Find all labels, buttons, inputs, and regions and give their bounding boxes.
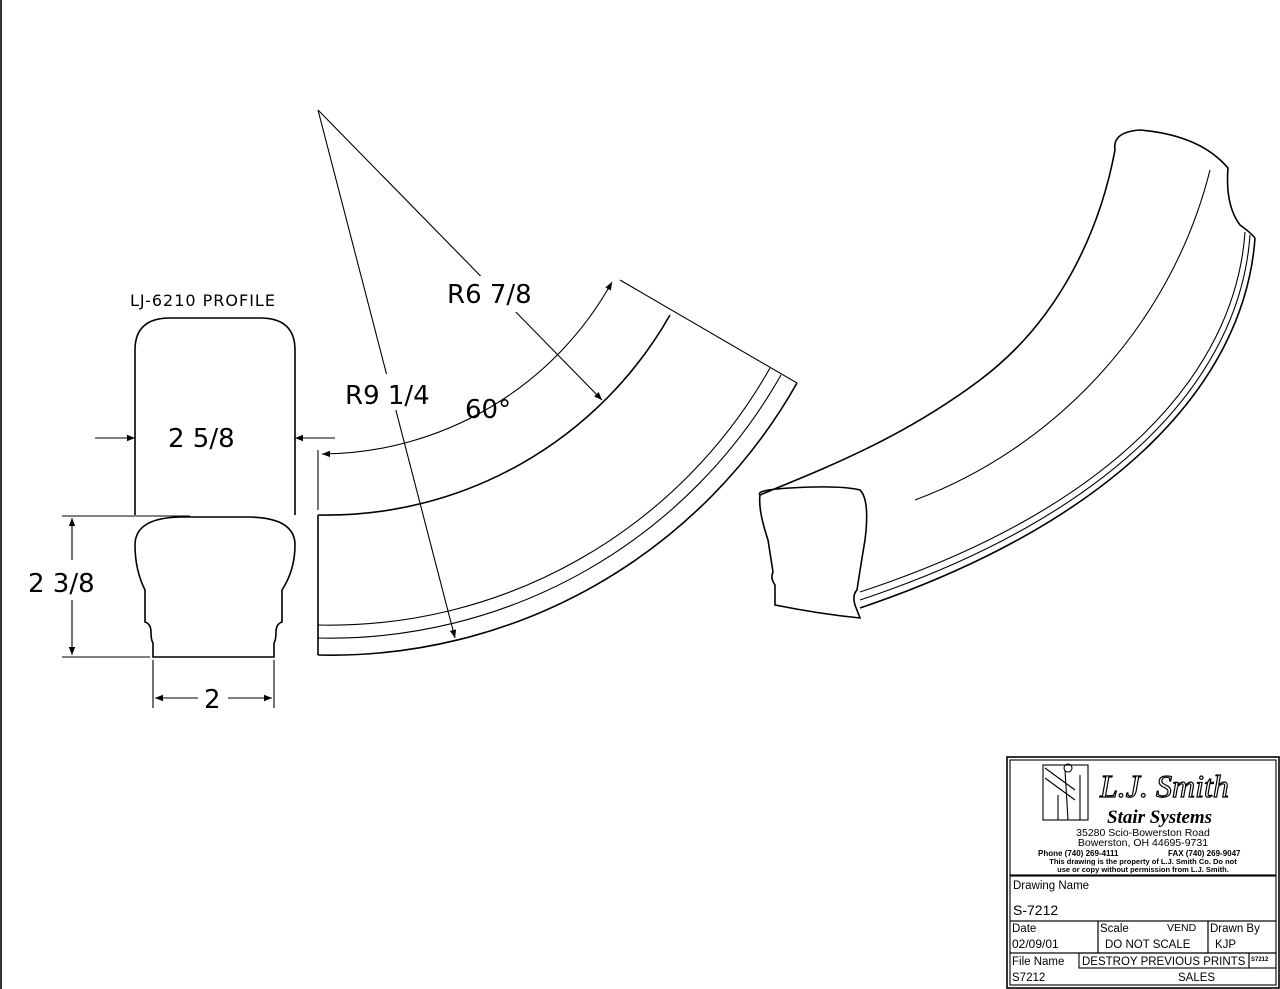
iso-highlight-line bbox=[914, 169, 1211, 501]
plan-view: 60° R9 1/4 R6 7/8 bbox=[317, 109, 798, 656]
scale: DO NOT SCALE bbox=[1105, 939, 1191, 951]
fax: FAX (740) 269-9047 bbox=[1168, 849, 1241, 858]
iso-top-edge bbox=[759, 149, 1116, 496]
profile-view: LJ-6210 PROFILE 2 5/8 2 3/8 2 bbox=[28, 291, 335, 715]
destroy-notice: DESTROY PREVIOUS PRINTS bbox=[1082, 956, 1246, 968]
phone: Phone (740) 269-4111 bbox=[1038, 849, 1119, 858]
isometric-view bbox=[758, 129, 1256, 619]
drawing-name-label: Drawing Name bbox=[1013, 880, 1089, 892]
iso-groove-line bbox=[859, 234, 1251, 601]
logo-company-name: L.J. Smith bbox=[1099, 768, 1229, 804]
corner-ref: S7212 bbox=[1251, 957, 1269, 963]
dim-outer-radius: R9 1/4 bbox=[345, 381, 430, 411]
drawn-by: KJP bbox=[1215, 939, 1236, 951]
file-name: S7212 bbox=[1012, 972, 1045, 984]
dim-inner-radius: R6 7/8 bbox=[447, 280, 532, 310]
logo-division: Stair Systems bbox=[1107, 807, 1212, 828]
profile-title: LJ-6210 PROFILE bbox=[130, 291, 276, 310]
profile-lower-outline bbox=[134, 516, 296, 658]
address-line-1: 35280 Scio-Bowerston Road bbox=[1076, 827, 1210, 839]
vend: VEND bbox=[1167, 922, 1197, 934]
drawn-by-label: Drawn By bbox=[1210, 923, 1260, 935]
sales: SALES bbox=[1178, 972, 1215, 984]
notice-line-2: use or copy without permission from L.J.… bbox=[1057, 865, 1229, 874]
iso-cap bbox=[1113, 129, 1256, 239]
iso-groove-line bbox=[859, 231, 1246, 593]
drawing-name: S-7212 bbox=[1013, 902, 1058, 918]
file-name-label: File Name bbox=[1012, 956, 1064, 968]
iso-outer-edge bbox=[859, 237, 1256, 609]
dim-angle: 60° bbox=[465, 395, 511, 425]
plan-end-line bbox=[619, 279, 798, 384]
plan-groove-arc bbox=[317, 367, 771, 626]
title-block: L.J. Smith Stair Systems 35280 Scio-Bowe… bbox=[1006, 756, 1280, 989]
company-logo: L.J. Smith Stair Systems bbox=[1042, 763, 1229, 828]
date: 02/09/01 bbox=[1012, 937, 1059, 951]
plan-groove-arc bbox=[317, 374, 782, 639]
inner-radius-leader bbox=[317, 109, 603, 401]
address-line-2: Bowerston, OH 44695-9731 bbox=[1078, 837, 1208, 849]
dim-width-top: 2 5/8 bbox=[168, 424, 235, 454]
date-label: Date bbox=[1012, 923, 1036, 935]
dim-width-bottom: 2 bbox=[204, 685, 221, 715]
profile-upper-outline bbox=[134, 317, 296, 515]
dim-height: 2 3/8 bbox=[28, 569, 95, 599]
plan-inner-arc bbox=[317, 314, 671, 516]
iso-end-profile bbox=[758, 486, 868, 619]
notice-line-1: This drawing is the property of L.J. Smi… bbox=[1049, 857, 1237, 866]
angle-dimension-arc bbox=[321, 281, 613, 458]
scale-label: Scale bbox=[1100, 923, 1129, 935]
plan-outer-arc bbox=[317, 382, 798, 656]
